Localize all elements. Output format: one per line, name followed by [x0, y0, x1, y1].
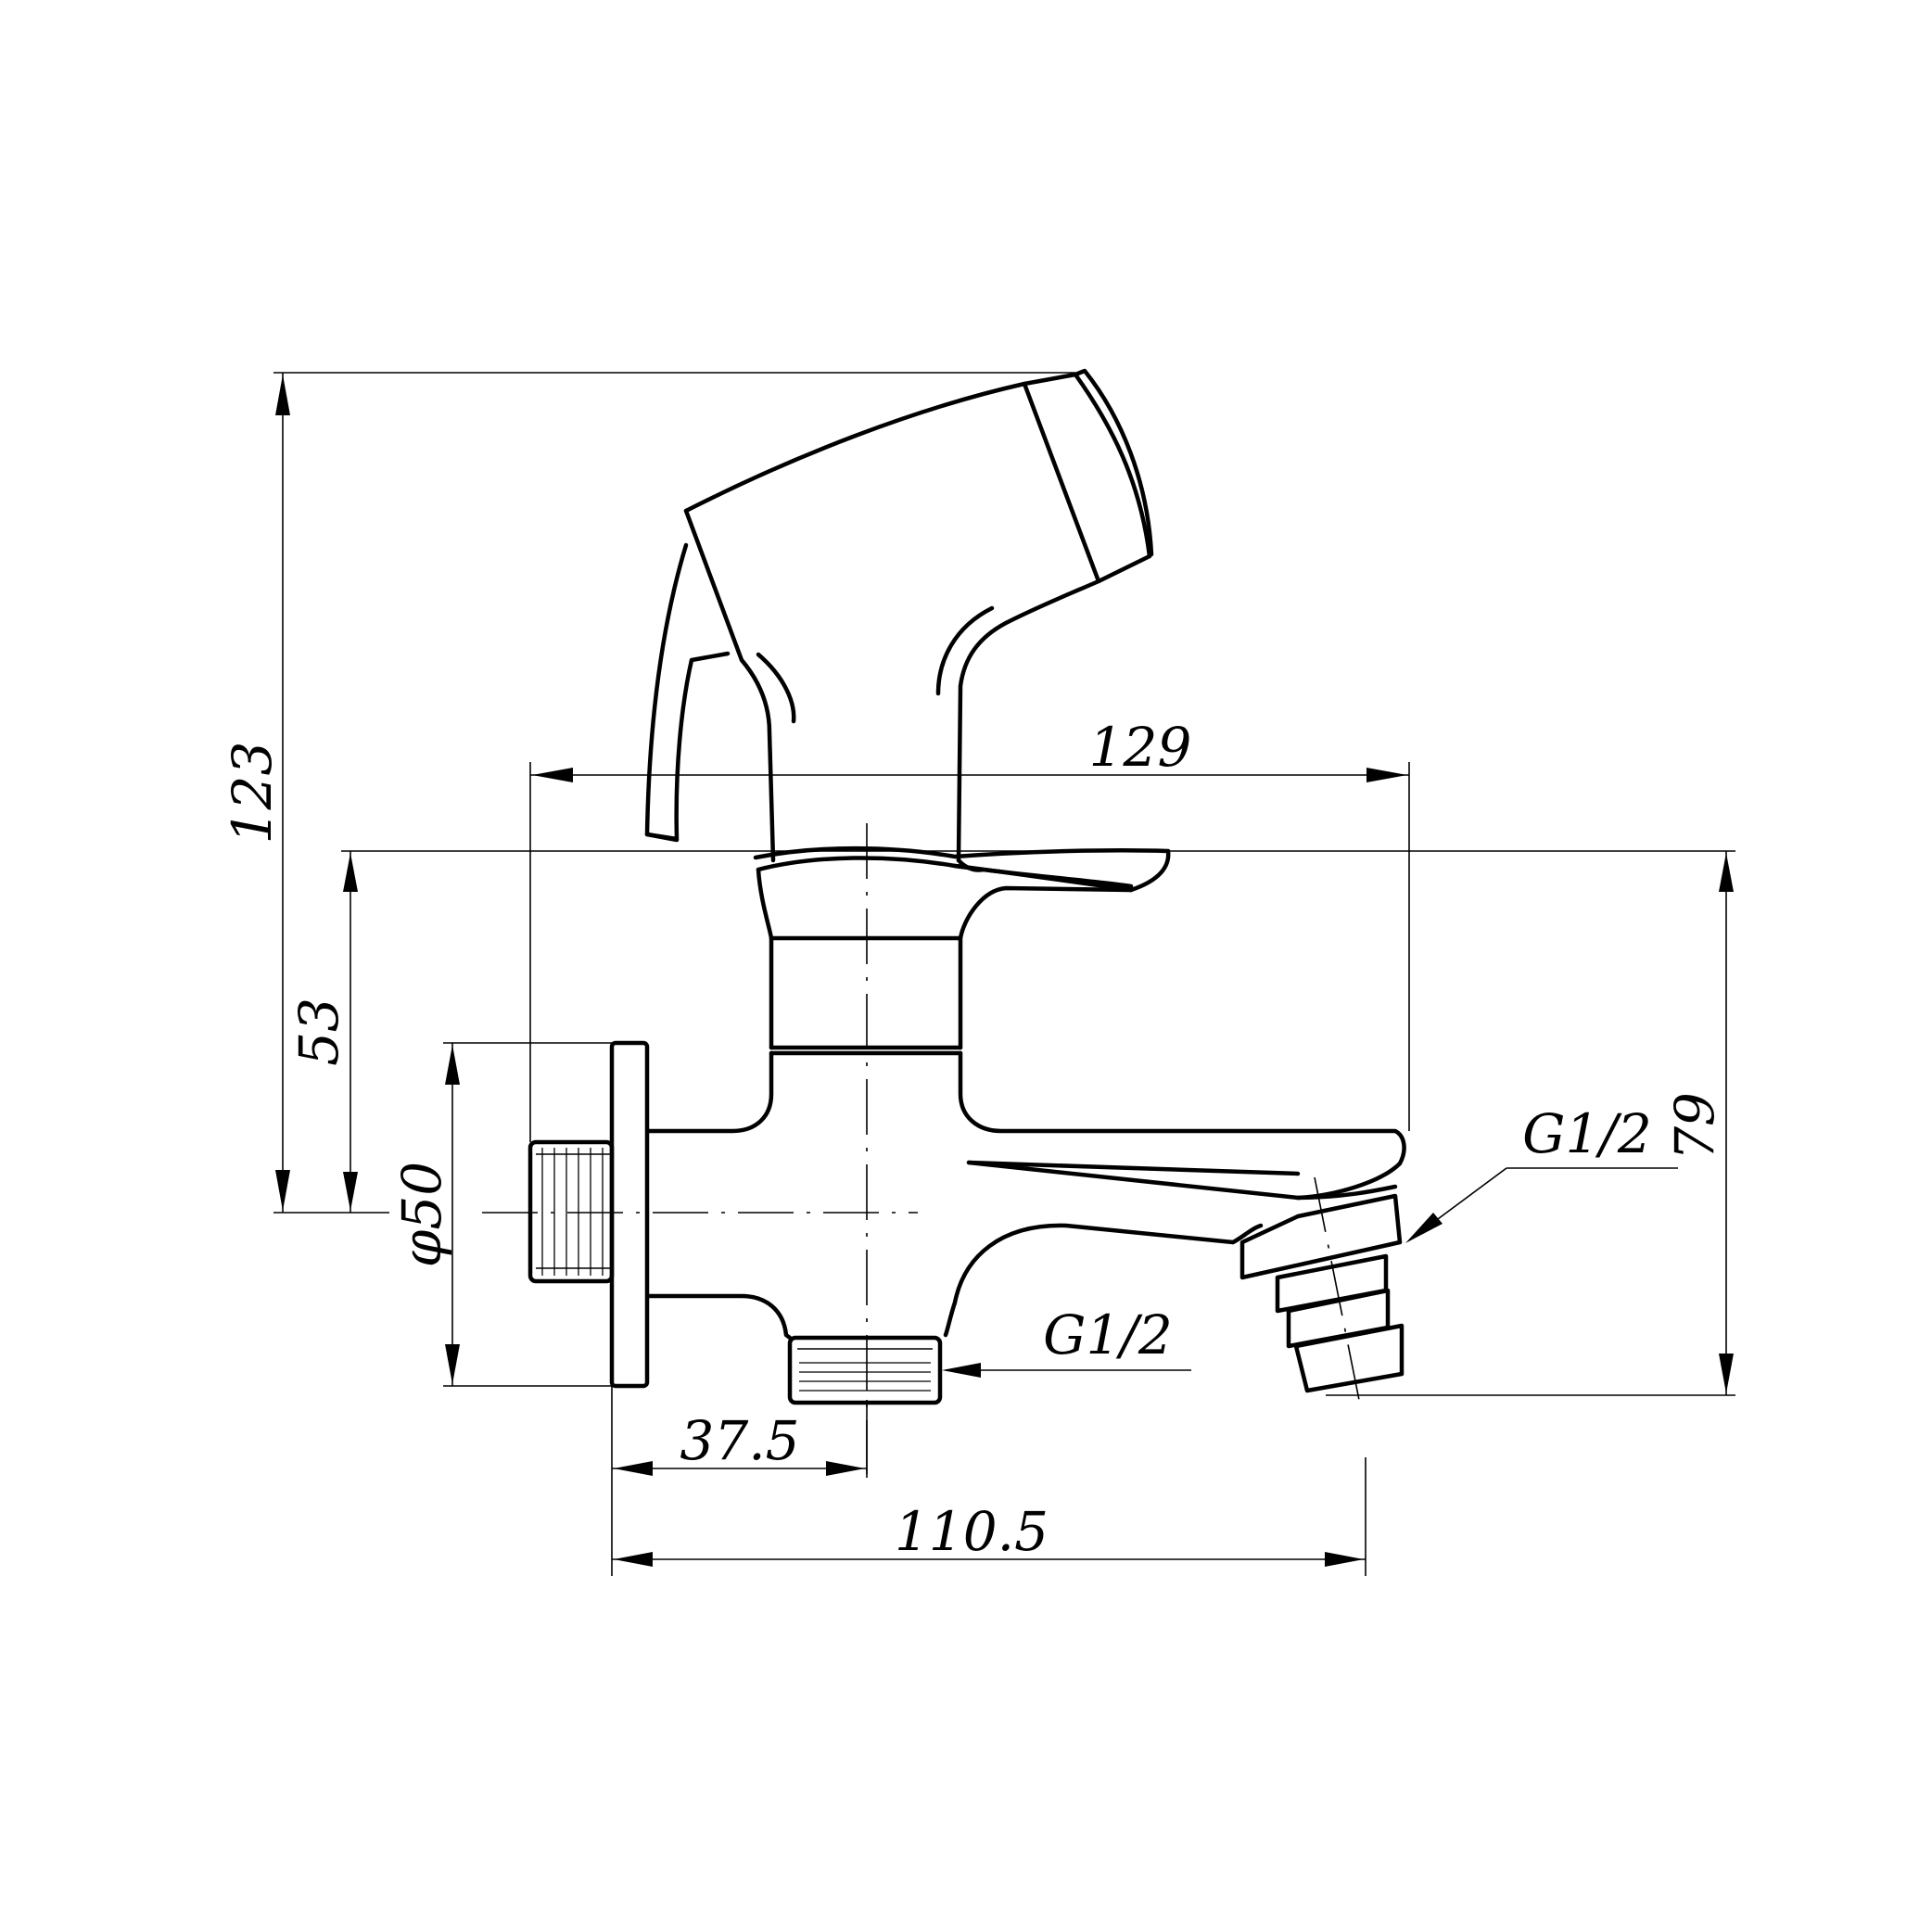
dimension-label-79: 79	[1663, 1092, 1726, 1161]
dimension-label-g12-right: G1/2	[1522, 1102, 1652, 1165]
bottom-thread-connector	[787, 1335, 943, 1405]
center-lines	[482, 823, 1362, 1474]
dimension-label-phi50: φ50	[390, 1162, 453, 1267]
dimension-label-g12-bottom: G1/2	[1043, 1303, 1173, 1366]
dimension-label-37-5: 37.5	[680, 1409, 799, 1472]
mixer-handle	[753, 845, 1171, 1056]
wall-rosette	[527, 1040, 650, 1389]
dimension-total-height: 123	[221, 372, 1075, 1214]
dimension-label-110-5: 110.5	[895, 1500, 1049, 1563]
leader-bottom-thread: G1/2	[942, 1303, 1191, 1378]
dimension-body-width: 129	[529, 716, 1410, 1142]
mixer-body	[646, 1050, 1406, 1393]
dimension-label-123: 123	[221, 742, 284, 845]
dimension-label-53: 53	[287, 998, 350, 1066]
dimension-inlet-offset: 37.5	[611, 1386, 868, 1576]
dimension-outlet-height: 79	[1326, 851, 1735, 1396]
bidet-sprayer-head	[644, 368, 1154, 872]
dimension-overall-depth: 110.5	[612, 1457, 1366, 1576]
dimension-label-129: 129	[1089, 716, 1192, 779]
leader-right-thread: G1/2	[1405, 1102, 1678, 1243]
dimension-rosette-diameter: φ50	[390, 1042, 612, 1387]
dimension-handle-height: 53	[287, 850, 1735, 1213]
